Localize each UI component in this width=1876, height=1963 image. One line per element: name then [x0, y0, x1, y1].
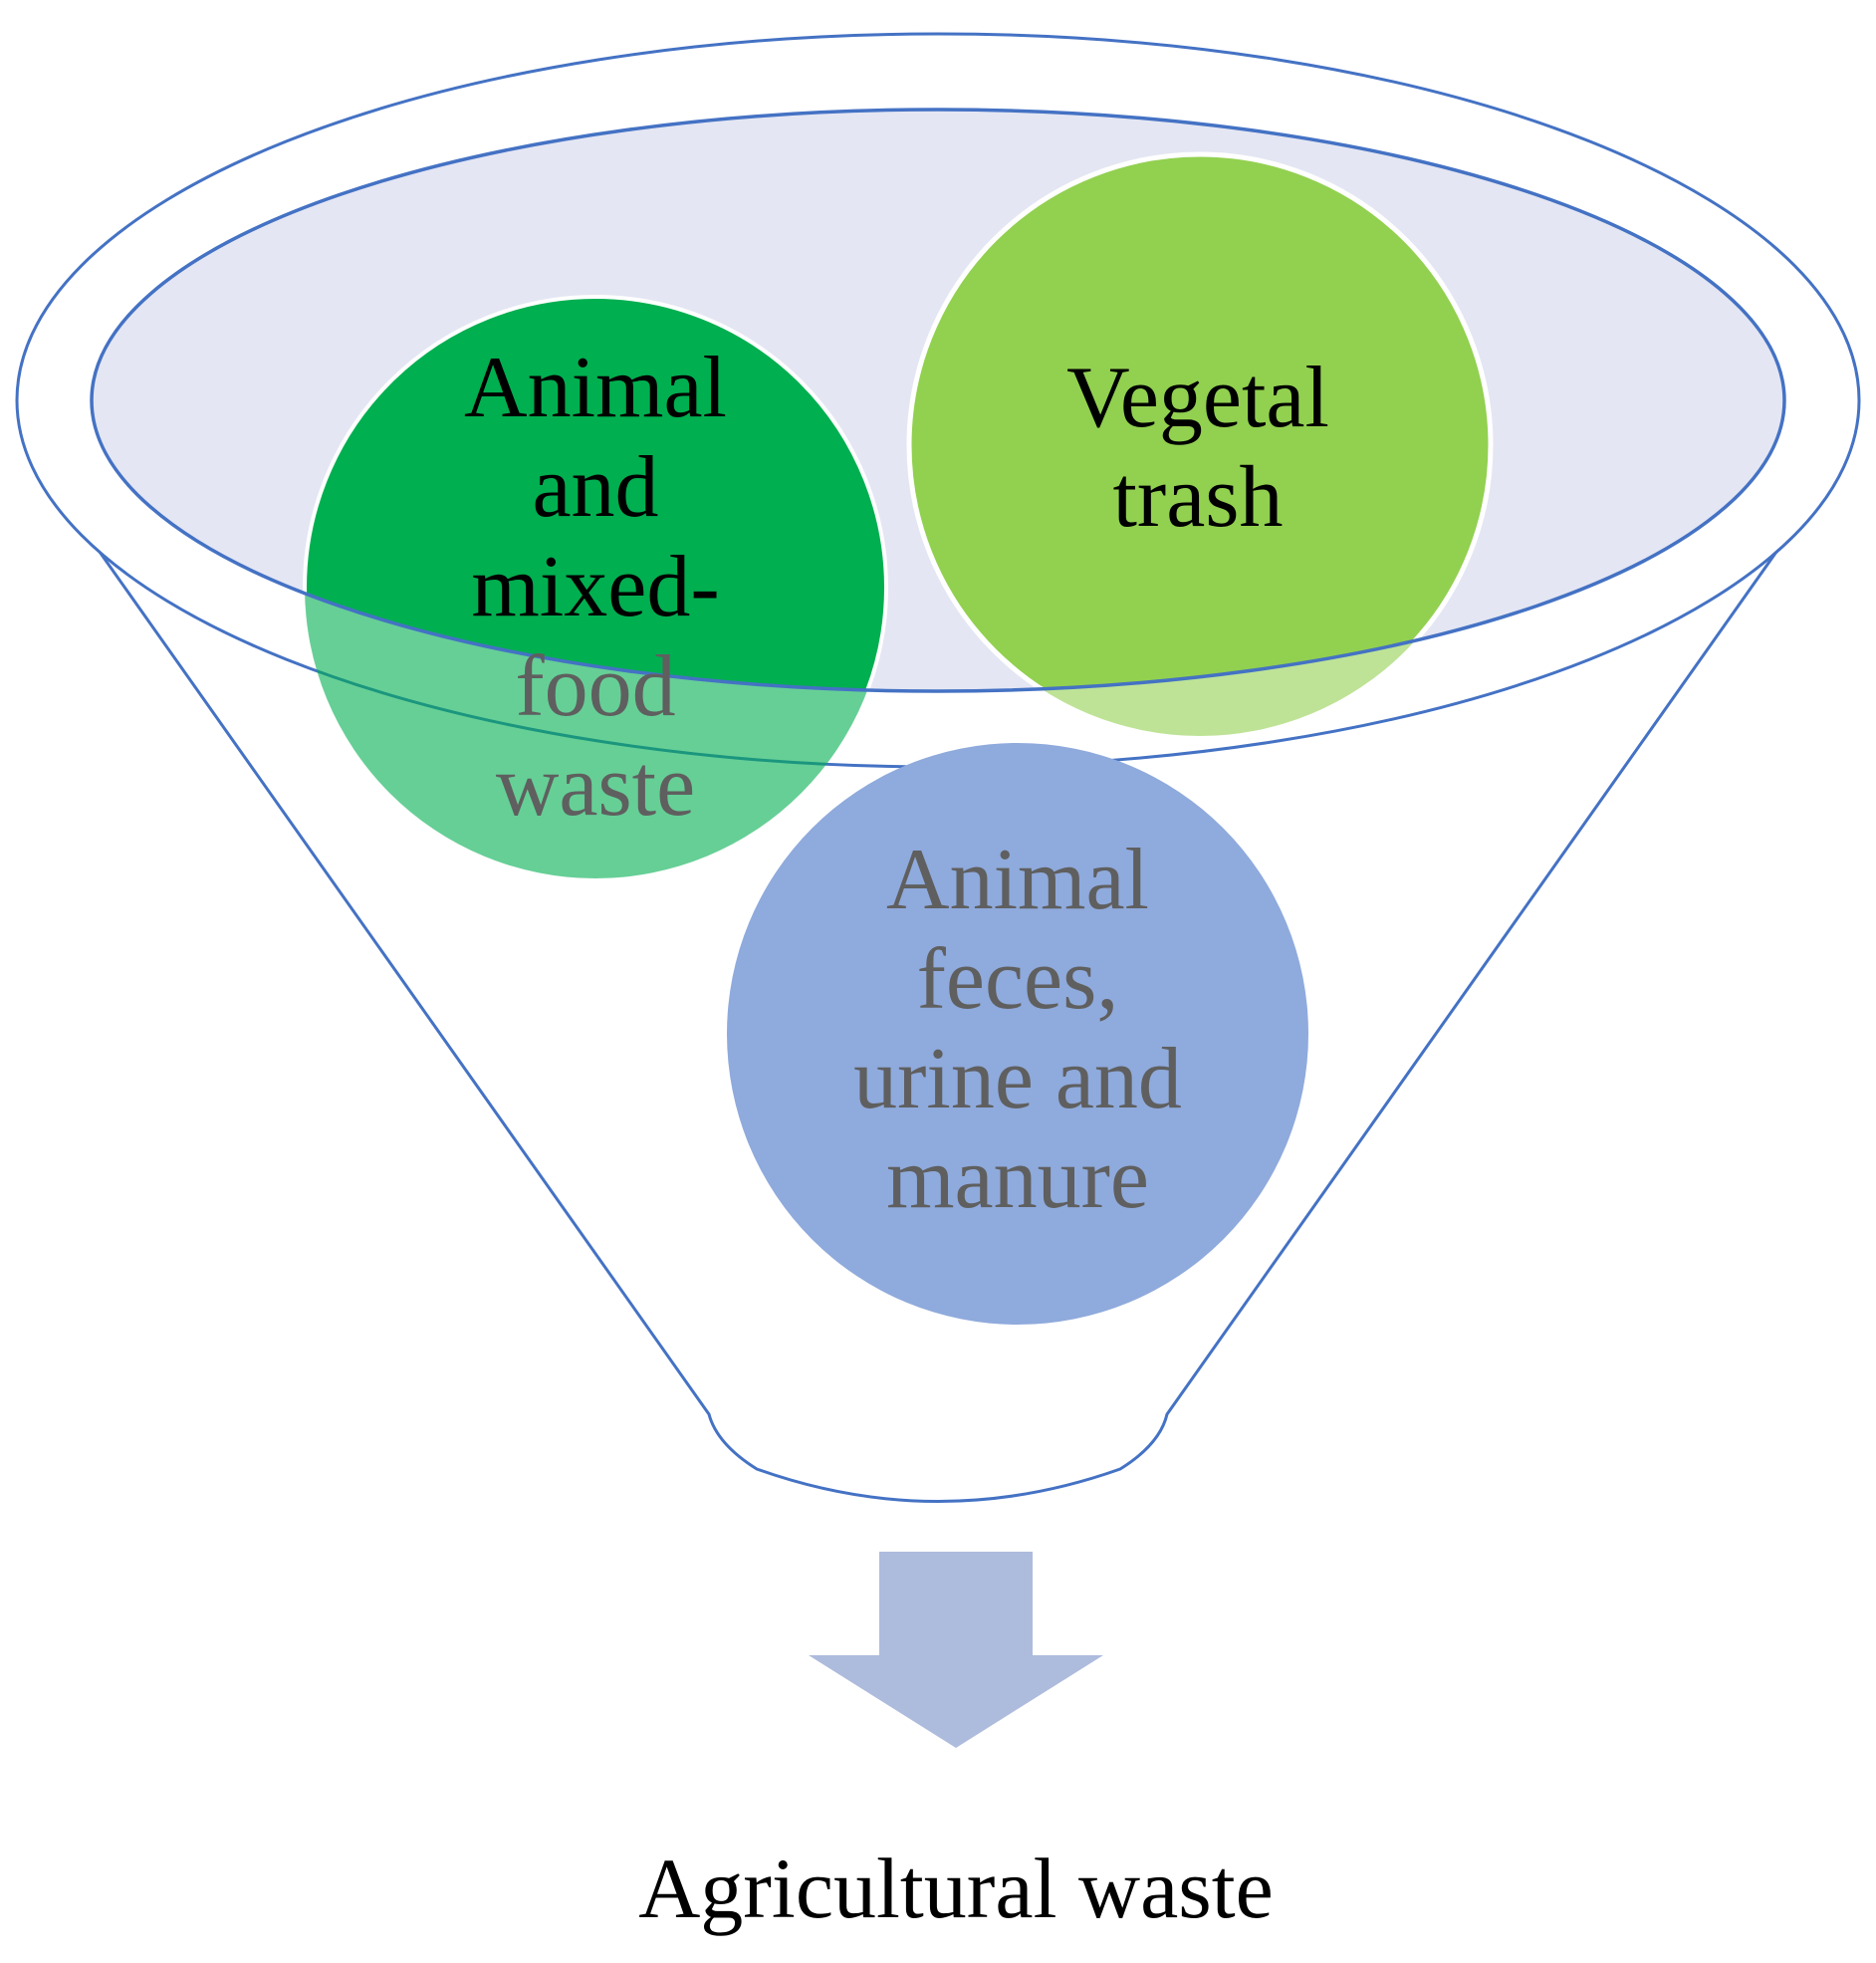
output-label: Agricultural waste: [638, 1840, 1274, 1936]
label-vegetal-trash: Vegetal trash: [1066, 350, 1329, 546]
label-line: urine and: [853, 1031, 1182, 1127]
label-line: Vegetal: [1066, 350, 1329, 446]
label-line: waste: [496, 738, 695, 835]
label-line: manure: [886, 1130, 1149, 1227]
circles-solid-layer: [303, 151, 1494, 691]
label-line: feces,: [917, 931, 1119, 1028]
circle-vegetal-trash: [906, 151, 1494, 691]
label-animal-mixed-food-waste: Animal and mixed- food waste: [464, 340, 727, 835]
down-arrow-icon: [809, 1552, 1103, 1748]
label-line: food: [515, 638, 675, 735]
funnel-inner-rim: [90, 108, 1786, 693]
label-line: Animal: [886, 832, 1149, 928]
label-line: mixed-: [471, 539, 719, 635]
label-line: trash: [1112, 449, 1283, 546]
circle-animal-mixed-food: [303, 295, 888, 691]
label-line: and: [532, 439, 658, 536]
circle-animal-feces: [727, 743, 1308, 1325]
label-line: Animal: [464, 340, 727, 436]
label-animal-feces-urine-manure: Animal feces, urine and manure: [853, 832, 1182, 1227]
